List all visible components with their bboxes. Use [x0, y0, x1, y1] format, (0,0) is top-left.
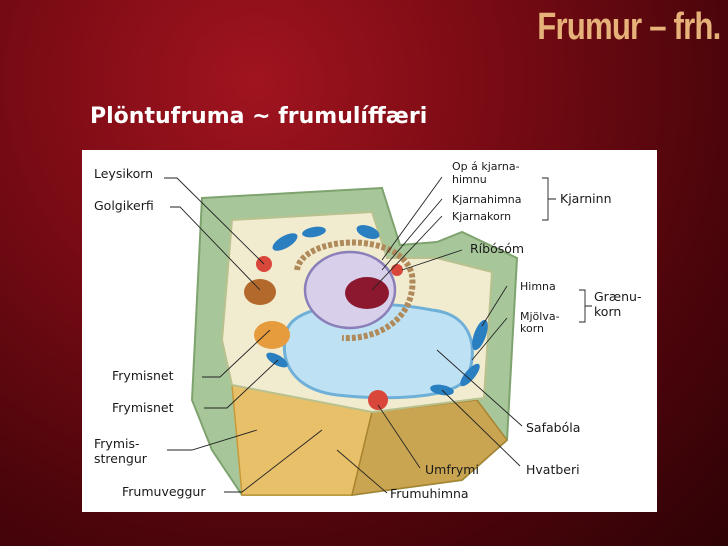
label-safabola: Safabóla	[526, 420, 580, 435]
label-kjarnahimna: Kjarnahimna	[452, 193, 522, 206]
label-leysikorn: Leysikorn	[94, 166, 153, 181]
organelle-red-shape	[368, 390, 388, 410]
plant-cell-diagram: Leysikorn Golgikerfi Frymisnet Frymisnet…	[82, 150, 657, 512]
golgi-shape	[244, 279, 276, 305]
label-op-1: Op á kjarna-	[452, 160, 520, 173]
label-hvatberi: Hvatberi	[526, 462, 580, 477]
smooth-er-shape	[254, 321, 290, 349]
label-kjarninn: Kjarninn	[560, 191, 612, 206]
label-mjolva-1: Mjölva-	[520, 310, 560, 323]
label-frumuveggur: Frumuveggur	[122, 484, 206, 499]
nucleolus-shape	[345, 277, 389, 309]
chloroplast-5	[460, 363, 480, 387]
chloroplast-6	[266, 352, 288, 368]
label-golgikerfi: Golgikerfi	[94, 198, 154, 213]
plant-cell-illustration: Leysikorn Golgikerfi Frymisnet Frymisnet…	[94, 160, 641, 501]
label-graenu-1: Grænu-	[594, 289, 641, 304]
chloroplast-4	[472, 319, 488, 351]
chloroplast-1	[272, 233, 298, 251]
label-frymisstrengur-2: strengur	[94, 451, 148, 466]
chloroplast-3	[356, 225, 380, 239]
label-op-2: himnu	[452, 173, 487, 186]
label-mjolva-2: korn	[520, 322, 544, 335]
slide-title: Frumur – frh.	[536, 6, 721, 48]
ribosome-shape	[391, 264, 403, 276]
label-frymisstrengur-1: Frymis-	[94, 436, 140, 451]
label-graenu-2: korn	[594, 304, 621, 319]
slide-subtitle: Plöntufruma ~ frumulíffæri	[90, 104, 428, 129]
chloroplast-2	[302, 226, 326, 238]
er-shape	[294, 239, 416, 342]
label-kjarnakorn: Kjarnakorn	[452, 210, 511, 223]
cell-wall-cut-face-2	[351, 399, 509, 496]
label-frymisnet-1: Frymisnet	[112, 368, 174, 383]
label-frymisnet-2: Frymisnet	[112, 400, 174, 415]
label-umfrymi: Umfrymi	[425, 462, 479, 477]
label-ribosom: Ríbósóm	[470, 241, 524, 256]
label-frumuhimna: Frumuhimna	[390, 486, 469, 501]
label-himna: Himna	[520, 280, 556, 293]
